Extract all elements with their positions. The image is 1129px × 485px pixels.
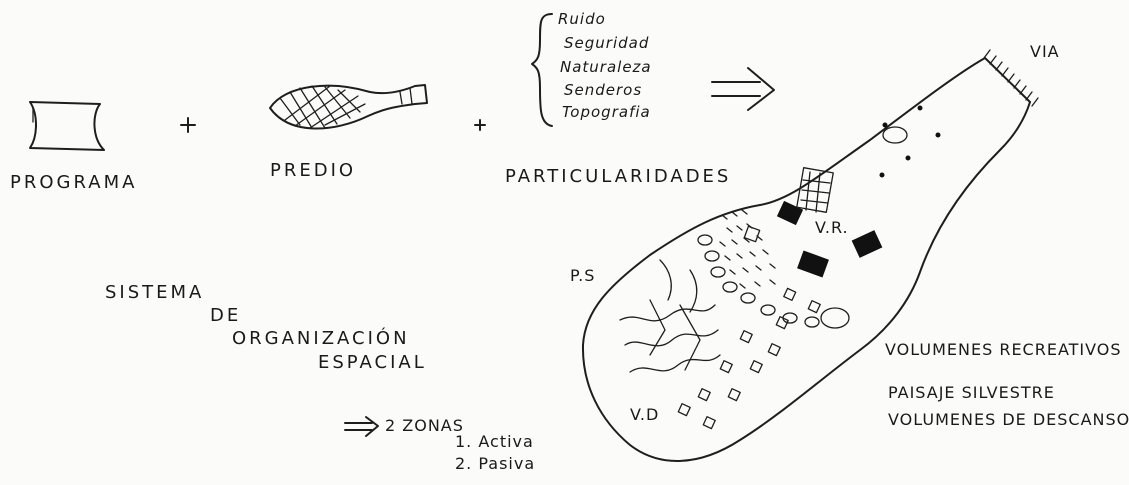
list-item-seguridad: Seguridad — [564, 34, 649, 52]
list-item-topografia: Topografia — [562, 103, 651, 121]
recreational-volume-blocks — [744, 168, 881, 277]
plus-sign-2 — [475, 120, 485, 130]
zonas-item-pasiva: 2. Pasiva — [455, 454, 535, 473]
zonas-header: 2 ZONAS — [385, 416, 464, 435]
list-item-naturaleza: Naturaleza — [560, 58, 652, 76]
label-vr: V.R. — [815, 218, 849, 237]
label-vd: V.D — [630, 405, 659, 424]
activity-circles — [698, 127, 907, 328]
programa-scroll-icon — [30, 102, 104, 150]
legend-volumenes-recreativos: VOLUMENES RECREATIVOS — [885, 340, 1122, 359]
sistema-line-1: SISTEMA — [105, 282, 204, 303]
sistema-line-4: ESPACIAL — [318, 352, 427, 373]
label-via: VIA — [1030, 42, 1060, 61]
legend-volumenes-descanso: VOLUMENES DE DESCANSO — [888, 410, 1129, 429]
descanso-volume-blocks — [678, 288, 820, 428]
legend-paisaje-silvestre: PAISAJE SILVESTRE — [888, 383, 1055, 402]
label-predio: PREDIO — [270, 160, 356, 181]
sistema-line-2: DE — [210, 305, 241, 326]
zonas-arrow-icon — [345, 417, 378, 436]
recreational-zone-hatch — [720, 210, 775, 288]
flow-arrow-icon — [712, 68, 774, 110]
plus-sign-1 — [181, 118, 195, 132]
label-ps: P.S — [570, 266, 595, 285]
list-item-ruido: Ruido — [558, 10, 606, 28]
paisaje-silvestre-area — [620, 260, 720, 372]
zonas-item-activa: 1. Activa — [455, 432, 534, 451]
label-programa: PROGRAMA — [10, 172, 137, 193]
predio-bottle-icon — [270, 85, 427, 129]
label-particularidades: PARTICULARIDADES — [505, 166, 731, 187]
sistema-line-3: ORGANIZACIÓN — [232, 328, 410, 349]
list-item-senderos: Senderos — [564, 81, 642, 99]
list-brace — [532, 14, 552, 126]
